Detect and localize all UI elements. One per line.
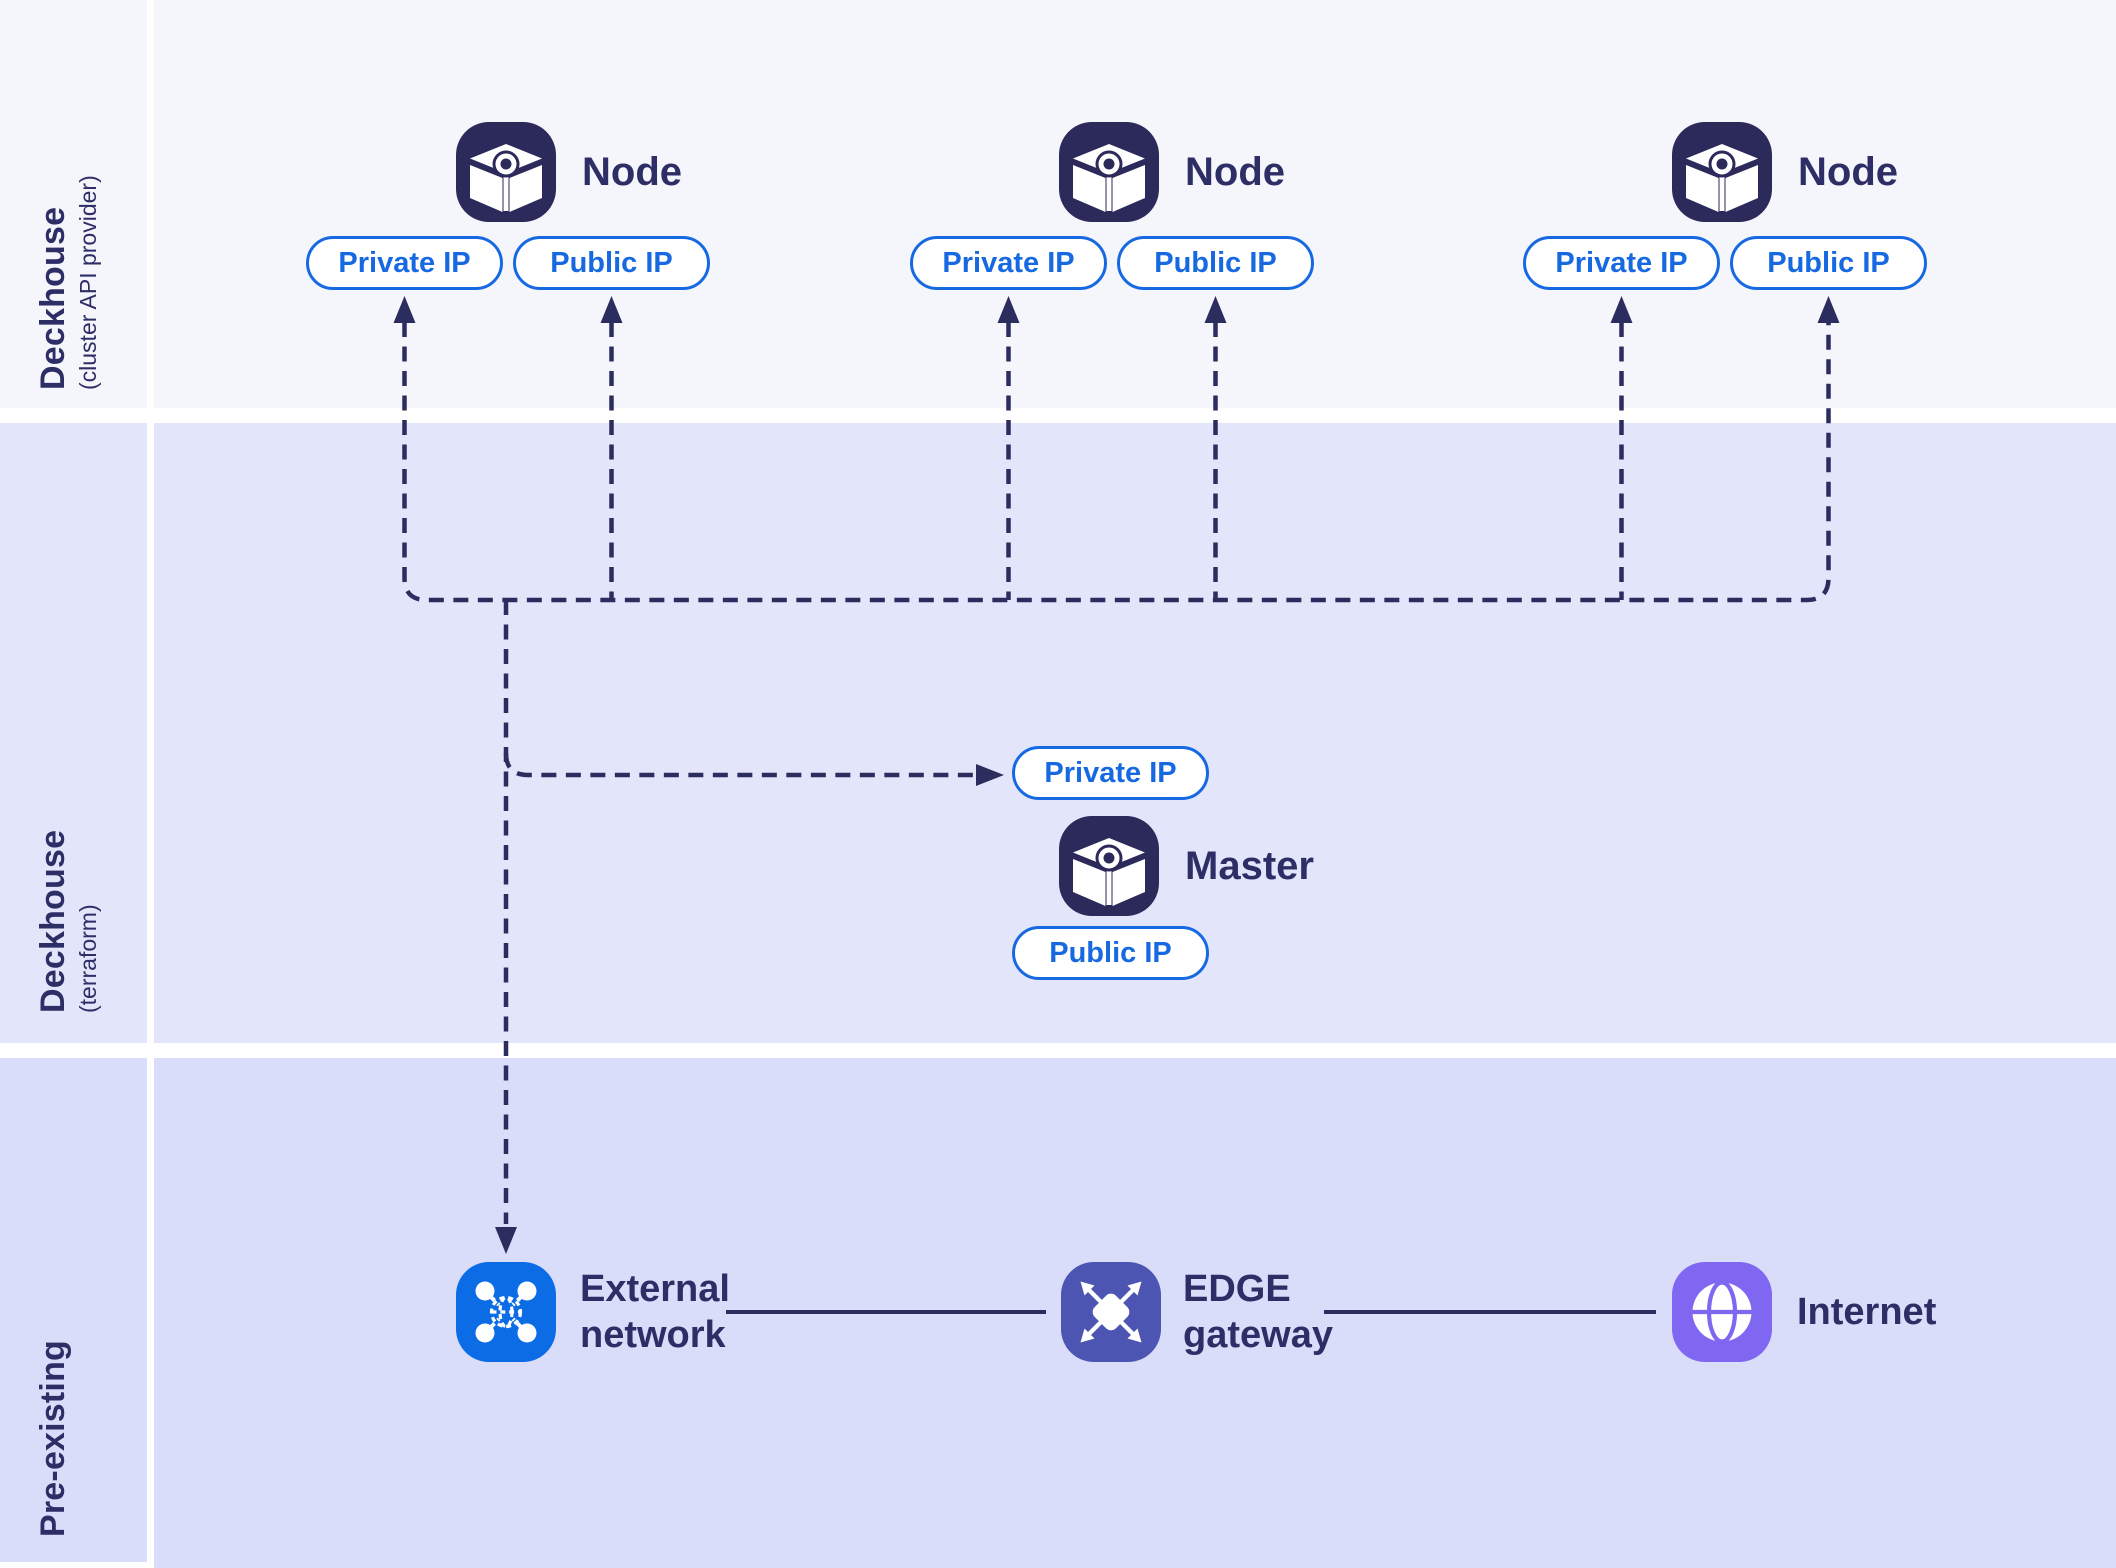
private-ip-pill: Private IP — [306, 236, 503, 290]
public-ip-pill: Public IP — [1730, 236, 1927, 290]
lane-label-pre-existing: Pre-existing — [34, 1340, 73, 1537]
lane-subtitle: (cluster API provider) — [75, 175, 102, 390]
lane-label-deckhouse-capi: Deckhouse (cluster API provider) — [34, 175, 102, 390]
lane-title: Pre-existing — [34, 1339, 72, 1537]
deckhouse-node-icon — [1057, 120, 1161, 224]
lane-subtitle: (terraform) — [75, 904, 102, 1013]
public-ip-pill: Public IP — [1012, 926, 1209, 980]
external-network-icon — [454, 1260, 558, 1364]
lane-title: Deckhouse — [34, 829, 72, 1013]
external-network-label-line2: network — [580, 1314, 726, 1356]
master-label: Master — [1185, 844, 1314, 888]
internet-globe-icon — [1670, 1260, 1774, 1364]
edge-gateway-icon — [1059, 1260, 1163, 1364]
public-ip-pill: Public IP — [1117, 236, 1314, 290]
public-ip-pill: Public IP — [513, 236, 710, 290]
lane-sidebar-pre-existing: Pre-existing — [0, 1058, 147, 1562]
edge-gateway-label-line1: EDGE — [1183, 1268, 1291, 1310]
node-label: Node — [1798, 150, 1898, 194]
lane-sidebar-deckhouse-capi: Deckhouse (cluster API provider) — [0, 0, 147, 408]
lane-sidebar-deckhouse-terraform: Deckhouse (terraform) — [0, 423, 147, 1043]
deckhouse-node-icon — [1670, 120, 1774, 224]
private-ip-pill: Private IP — [1523, 236, 1720, 290]
edge-gateway-label-line2: gateway — [1183, 1314, 1333, 1356]
private-ip-pill: Private IP — [1012, 746, 1209, 800]
private-ip-pill: Private IP — [910, 236, 1107, 290]
node-label: Node — [582, 150, 682, 194]
internet-label: Internet — [1797, 1291, 1937, 1333]
external-network-label: External network — [580, 1266, 730, 1358]
deckhouse-master-icon — [1057, 814, 1161, 918]
edge-gateway-label: EDGE gateway — [1183, 1266, 1333, 1358]
node-label: Node — [1185, 150, 1285, 194]
lane-title: Deckhouse — [34, 206, 72, 390]
deckhouse-node-icon — [454, 120, 558, 224]
external-network-label-line1: External — [580, 1268, 730, 1310]
lane-label-deckhouse-terraform: Deckhouse (terraform) — [34, 830, 102, 1013]
